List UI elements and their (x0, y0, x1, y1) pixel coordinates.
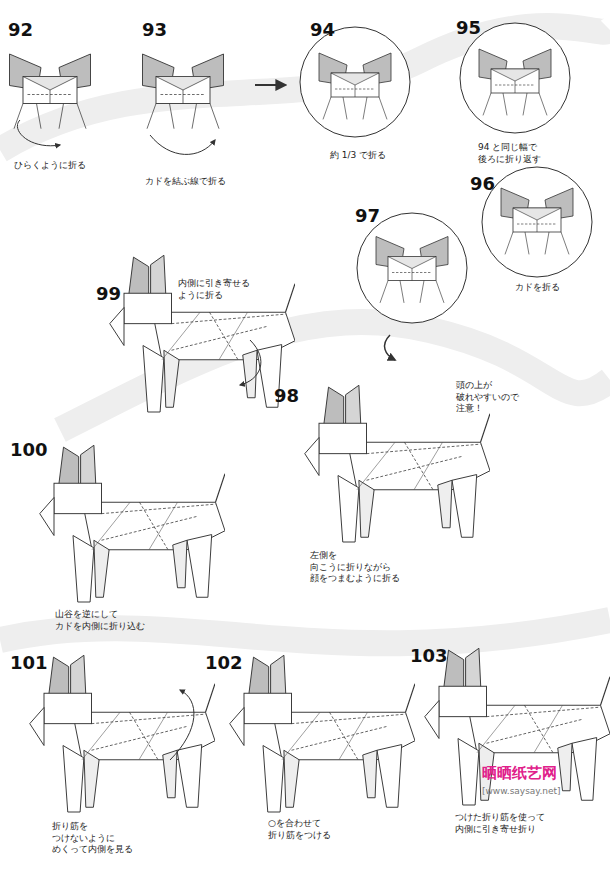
instruction-note: 山谷を逆にして カドを内側に折り込む (55, 609, 145, 632)
step-number: 101 (10, 651, 48, 674)
step-number: 100 (10, 438, 48, 461)
instruction-note: 左側を 向こうに折りながら 顔をつまむように折る (310, 550, 400, 585)
instruction-note: 94 と同じ幅で 後ろに折り返す (478, 142, 552, 165)
step-number: 93 (142, 18, 167, 41)
warning-note: 頭の上が 破れやすいので 注意！ (456, 380, 519, 415)
step-number: 95 (456, 16, 481, 39)
instruction-note: つけた折り筋を使って 内側に引き寄せ折り (455, 812, 545, 835)
instruction-note: ひらくように折る (14, 160, 86, 172)
watermark: 晒晒纸艺网 (482, 764, 557, 784)
instruction-note: 内側に引き寄せる ように折る (178, 278, 250, 301)
step-number: 96 (470, 172, 495, 195)
instruction-note: カドを結ぶ線で折る (145, 176, 226, 188)
instruction-note: 折り筋を つけないように めくって内側を見る (52, 821, 133, 856)
step-number: 102 (205, 651, 243, 674)
step-number: 98 (274, 384, 299, 407)
instruction-note: カドを折る (515, 282, 560, 294)
step-number: 99 (96, 282, 121, 305)
watermark-url: [www.saysay.net] (482, 786, 561, 798)
step-number: 92 (8, 18, 33, 41)
step-number: 94 (310, 18, 335, 41)
step-number: 103 (410, 644, 448, 667)
instruction-note: 約 1/3 で折る (330, 150, 386, 162)
instruction-note: ○を合わせて 折り筋をつける (268, 818, 331, 841)
step-number: 97 (355, 204, 380, 227)
